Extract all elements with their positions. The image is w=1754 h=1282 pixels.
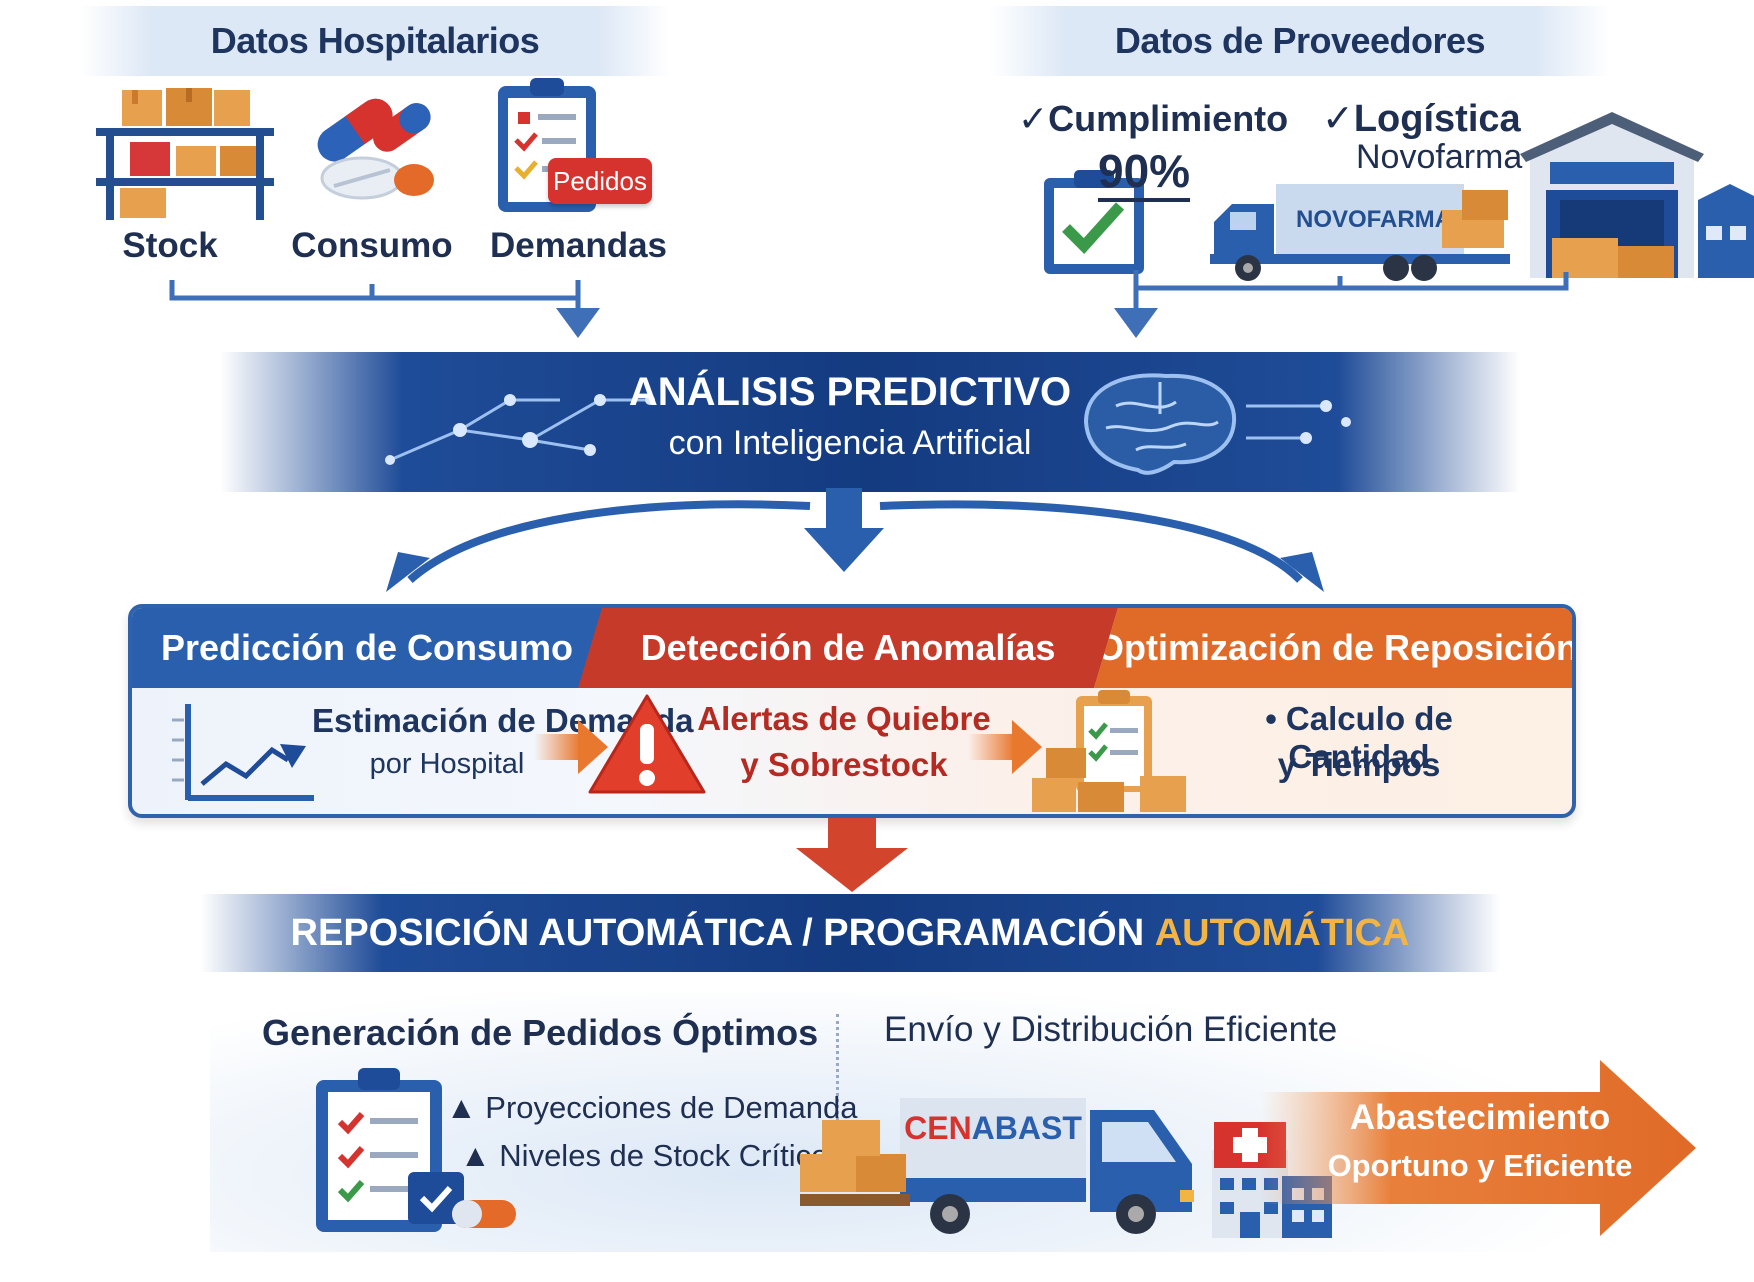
- shelf-boxes-icon: [96, 88, 274, 220]
- pedidos-badge: Pedidos: [548, 158, 652, 204]
- red-down-arrow: [796, 818, 908, 892]
- module-tab-consumption-prediction: Predicción de Consumo: [132, 608, 602, 688]
- flow-arrow-head-2: [1012, 720, 1042, 774]
- module-tab-replenishment-optimization: Optimización de Reposición: [1094, 608, 1576, 688]
- outcome-line-1: Abastecimiento: [1349, 1098, 1611, 1137]
- module-tab-title: Predicción de Consumo: [160, 627, 574, 668]
- warning-icon: [588, 694, 706, 794]
- cenabast-truck-icon: [800, 1098, 1194, 1234]
- novofarma-truck-text: NOVOFARMA: [1296, 206, 1452, 233]
- compliance-label: ✓Cumplimiento: [1018, 98, 1289, 139]
- module-1-line2: por Hospital: [369, 748, 525, 780]
- orders-bullet-1: ▲ Proyecciones de Demanda: [446, 1090, 858, 1125]
- split-arrows: [386, 488, 1324, 592]
- logistics-provider-name: Novofarma: [1356, 138, 1523, 176]
- automation-title-main: REPOSICIÓN AUTOMÁTICA / PROGRAMACIÓN: [290, 911, 1155, 954]
- orders-bullet-2: ▲ Niveles de Stock Crítico: [460, 1138, 829, 1173]
- pedidos-badge-text: Pedidos: [553, 165, 647, 196]
- orders-clipboard-icon: [316, 1068, 516, 1232]
- flow-arrow-1: [534, 734, 580, 760]
- module-2-line1: Alertas de Quiebre: [697, 700, 991, 737]
- logistics-label: ✓Logística: [1322, 98, 1521, 140]
- outcome-arrow-shape: [1260, 1060, 1696, 1236]
- hospital-data-title: Datos Hospitalarios: [210, 20, 540, 61]
- cenabast-truck-label: CENABAST: [900, 1110, 1086, 1147]
- consumo-label: Consumo: [291, 226, 453, 265]
- cenabast-part2: ABAST: [971, 1110, 1082, 1146]
- section-divider: [836, 1014, 839, 1144]
- module-2-line2: y Sobrestock: [740, 746, 948, 783]
- pills-icon: [317, 98, 434, 200]
- stock-label: Stock: [122, 226, 218, 265]
- hospital-bracket-arrow: [169, 280, 600, 338]
- network-nodes-icon: [385, 394, 655, 465]
- module-3-line1: • Calculo de Cantidad: [1265, 700, 1453, 775]
- flow-arrow-head-1: [578, 720, 608, 774]
- module-tab-title: Optimización de Reposición: [1095, 627, 1576, 668]
- hospital-building-icon: [1212, 1122, 1332, 1238]
- supplier-bracket-arrow: [1114, 270, 1569, 338]
- hospital-data-header: Datos Hospitalarios: [80, 6, 670, 76]
- boxes-clipboard-icon: [1032, 690, 1186, 812]
- module-3-line2: y Tiempos: [1277, 746, 1441, 783]
- automation-title-accent: AUTOMÁTICA: [1154, 911, 1410, 954]
- flow-arrow-2: [968, 734, 1014, 760]
- module-tab-anomaly-detection: Detección de Anomalías: [578, 608, 1118, 688]
- predictive-analysis-band: ANÁLISIS PREDICTIVO con Inteligencia Art…: [220, 352, 1520, 492]
- novofarma-truck-icon: [1210, 184, 1510, 281]
- supplier-data-header: Datos de Proveedores: [990, 6, 1610, 76]
- demand-chart-icon: [172, 704, 314, 801]
- orders-title: Generación de Pedidos Óptimos: [262, 1012, 819, 1053]
- automation-band: REPOSICIÓN AUTOMÁTICA / PROGRAMACIÓN AUT…: [200, 894, 1500, 972]
- warehouse-icon: [1442, 112, 1754, 278]
- distribution-title: Envío y Distribución Eficiente: [884, 1010, 1338, 1049]
- predictive-analysis-subtitle: con Inteligencia Artificial: [668, 424, 1032, 462]
- compliance-value: 90%: [1098, 144, 1191, 202]
- predictive-analysis-title: ANÁLISIS PREDICTIVO: [628, 370, 1072, 414]
- ai-modules-panel: Predicción de Consumo Detección de Anoma…: [128, 604, 1576, 818]
- brain-icon: [1083, 373, 1351, 475]
- supplier-data-title: Datos de Proveedores: [1114, 20, 1486, 61]
- module-tab-title: Detección de Anomalías: [640, 627, 1056, 668]
- demandas-label: Demandas: [490, 226, 668, 265]
- cenabast-part1: CEN: [904, 1110, 972, 1146]
- outcome-line-2: Oportuno y Eficiente: [1327, 1148, 1633, 1183]
